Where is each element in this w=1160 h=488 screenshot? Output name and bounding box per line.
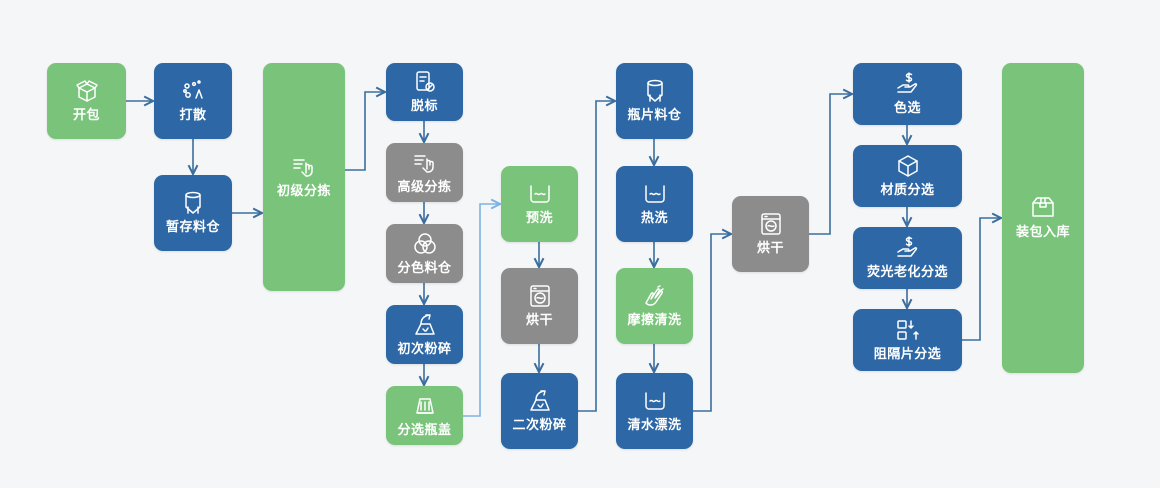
node-yuxi: 预洗	[501, 166, 578, 242]
node-zhuangbao: 装包入库	[1002, 63, 1084, 373]
color-circles-icon	[413, 232, 436, 254]
edge-erci-to-pingpian	[578, 101, 614, 412]
bottle-cap-icon	[415, 397, 434, 414]
node-kaibao: 开包	[47, 63, 126, 139]
hand-coin-icon	[896, 236, 917, 257]
node-chuci: 初次粉碎	[386, 305, 463, 364]
node-label: 暂存料仓	[165, 220, 220, 235]
node-label: 分选瓶盖	[397, 422, 452, 438]
label-remove-icon	[415, 71, 435, 92]
node-label: 摩擦清洗	[627, 313, 682, 328]
node-label: 预洗	[525, 211, 553, 226]
hand-sort-icon	[293, 159, 313, 177]
wash-basin-icon	[644, 185, 665, 203]
node-moca: 摩擦清洗	[616, 268, 693, 344]
silo-icon	[646, 79, 663, 102]
node-zuge: 阻隔片分选	[853, 309, 962, 371]
package-icon	[1032, 197, 1054, 217]
node-gaoji: 高级分拣	[386, 143, 463, 202]
node-honggan1: 烘干	[501, 268, 578, 344]
wash-basin-icon	[644, 392, 665, 410]
scatter-icon	[183, 80, 203, 99]
hand-sort-icon	[413, 154, 434, 173]
node-label: 初级分拣	[276, 184, 331, 199]
node-label: 清水漂洗	[627, 418, 682, 433]
node-fenxuanpg: 分选瓶盖	[386, 386, 463, 445]
node-erci: 二次粉碎	[501, 373, 578, 449]
hands-rub-icon	[644, 285, 664, 306]
node-label: 色选	[893, 101, 921, 116]
edge-fenxuanpg-to-yuxi	[463, 204, 499, 417]
node-sexuan: 色选	[853, 63, 962, 125]
node-tuobiao: 脱标	[386, 63, 463, 121]
node-label: 二次粉碎	[512, 418, 567, 433]
box-open-icon	[75, 80, 98, 102]
node-label: 打散	[179, 108, 207, 123]
node-honggan2: 烘干	[732, 196, 809, 272]
silo-icon	[185, 191, 201, 214]
washing-machine-icon	[529, 285, 550, 307]
node-label: 脱标	[410, 99, 438, 114]
node-qingshui: 清水漂洗	[616, 373, 693, 449]
node-zancun: 暂存料仓	[154, 175, 232, 251]
edge-honggan2-to-sexuan	[809, 94, 851, 235]
edge-qingshui-to-honggan2	[693, 234, 730, 412]
wash-basin-icon	[529, 185, 550, 203]
crusher-icon	[414, 313, 435, 335]
node-yingguang: 荧光老化分选	[853, 227, 962, 289]
node-label: 热洗	[640, 211, 668, 226]
node-rexi: 热洗	[616, 166, 693, 242]
hand-coin-icon	[896, 72, 917, 93]
node-label: 装包入库	[1015, 225, 1070, 240]
node-chuji: 初级分拣	[263, 63, 345, 291]
node-caizhi: 材质分选	[853, 145, 962, 207]
node-label: 初次粉碎	[397, 341, 452, 357]
washing-machine-icon	[760, 213, 781, 235]
edge-zuge-to-zhuangbao	[962, 218, 1000, 341]
node-label: 瓶片料仓	[627, 108, 682, 123]
cube-icon	[897, 155, 918, 177]
node-label: 开包	[72, 108, 100, 123]
node-label: 荧光老化分选	[866, 265, 948, 280]
edge-chuji-to-tuobiao	[345, 92, 384, 171]
node-pingpian: 瓶片料仓	[616, 63, 693, 139]
crusher-icon	[529, 390, 550, 411]
node-dasan: 打散	[154, 63, 232, 139]
node-label: 阻隔片分选	[873, 347, 942, 362]
sort-arrows-icon	[896, 320, 919, 340]
node-label: 烘干	[756, 241, 784, 256]
node-label: 材质分选	[880, 183, 935, 198]
node-fense: 分色料仓	[386, 224, 463, 283]
node-label: 高级分拣	[397, 179, 452, 195]
node-label: 烘干	[525, 313, 553, 328]
node-label: 分色料仓	[397, 260, 452, 276]
